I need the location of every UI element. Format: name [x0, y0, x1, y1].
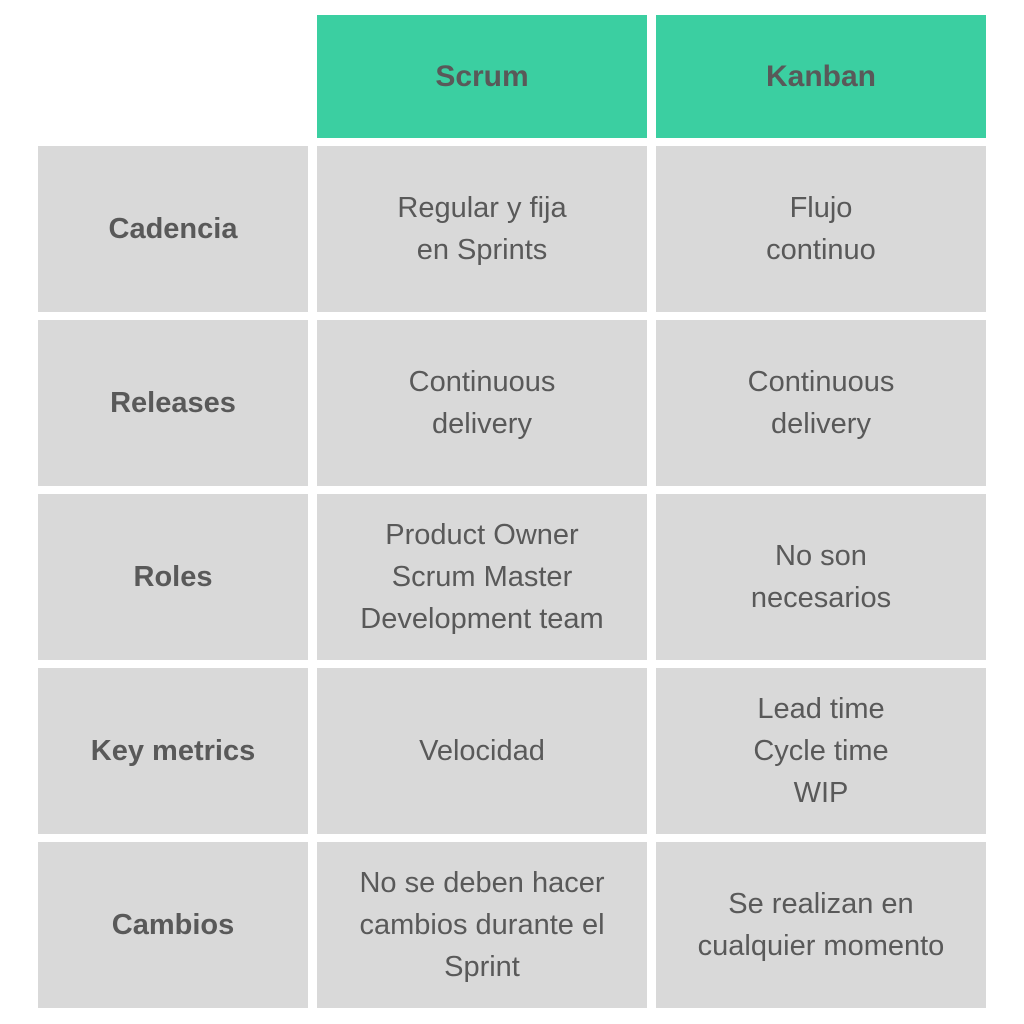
column-header-kanban: Kanban — [656, 15, 986, 138]
cell-cambios-kanban: Se realizan en cualquier momento — [656, 842, 986, 1008]
column-header-scrum: Scrum — [317, 15, 647, 138]
cell-cadencia-kanban: Flujo continuo — [656, 146, 986, 312]
cell-roles-kanban: No son necesarios — [656, 494, 986, 660]
header-empty-cell — [38, 15, 308, 138]
cell-cadencia-scrum: Regular y fija en Sprints — [317, 146, 647, 312]
row-label-key-metrics: Key metrics — [38, 668, 308, 834]
cell-releases-scrum: Continuous delivery — [317, 320, 647, 486]
cell-roles-scrum: Product Owner Scrum Master Development t… — [317, 494, 647, 660]
row-label-cambios: Cambios — [38, 842, 308, 1008]
cell-key-metrics-kanban: Lead time Cycle time WIP — [656, 668, 986, 834]
cell-key-metrics-scrum: Velocidad — [317, 668, 647, 834]
row-label-roles: Roles — [38, 494, 308, 660]
row-label-cadencia: Cadencia — [38, 146, 308, 312]
comparison-grid: Scrum Kanban Cadencia Regular y fija en … — [38, 15, 986, 1008]
row-label-releases: Releases — [38, 320, 308, 486]
cell-cambios-scrum: No se deben hacer cambios durante el Spr… — [317, 842, 647, 1008]
cell-releases-kanban: Continuous delivery — [656, 320, 986, 486]
